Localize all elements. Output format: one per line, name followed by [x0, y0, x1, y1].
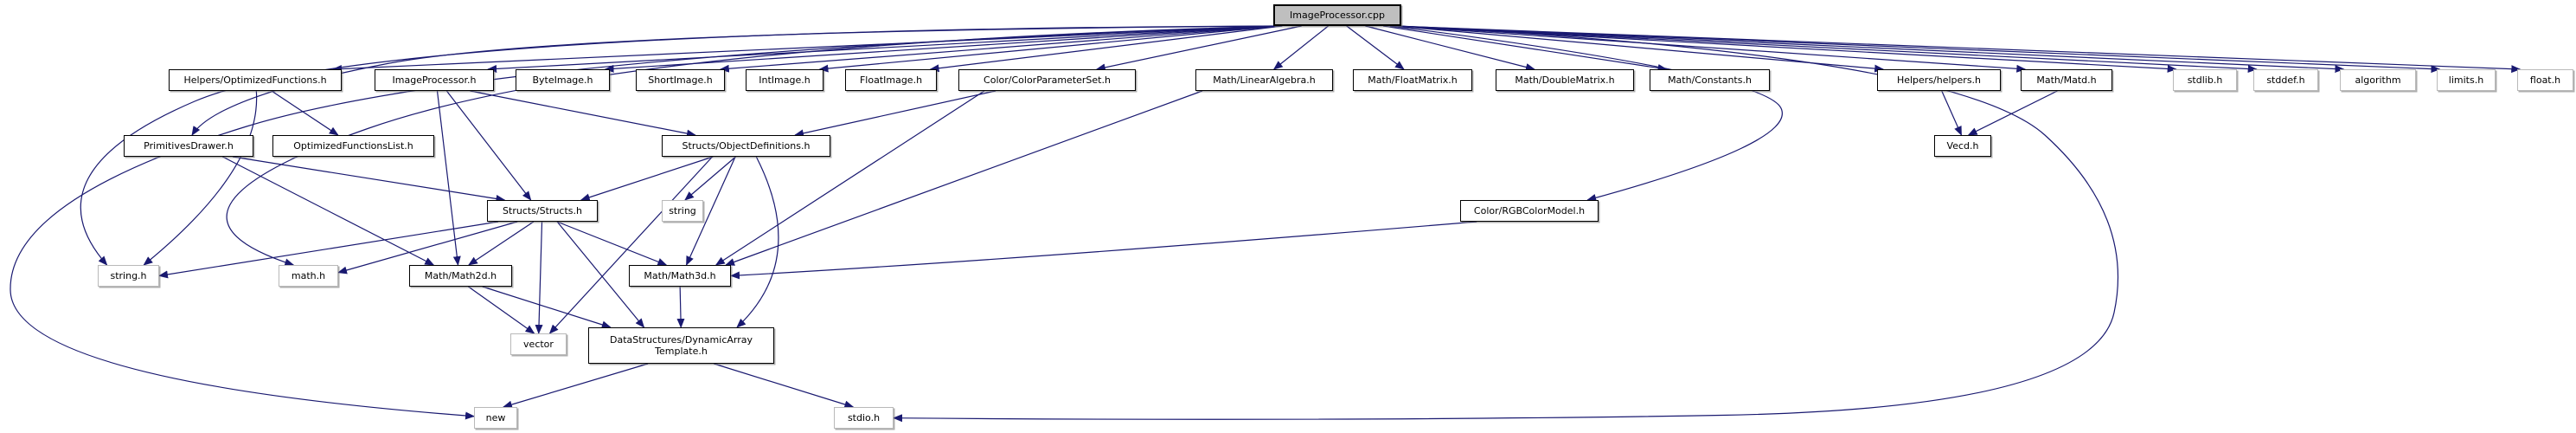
include-edge-root-floatimg	[929, 25, 1283, 73]
graph-node-primdraw[interactable]: PrimitivesDrawer.h	[124, 135, 253, 157]
include-edge-dynarr-new	[502, 363, 649, 409]
include-edge-objdef-dynarr	[736, 156, 779, 328]
include-edge-structs-math3d	[556, 221, 668, 266]
graph-node-math2d[interactable]: Math/Math2d.h	[409, 265, 512, 287]
include-edge-root-stddef	[1394, 25, 2258, 73]
include-edge-root-float	[1394, 25, 2522, 74]
include-edge-root-algorithm	[1394, 25, 2345, 74]
include-edge-matd-vecd	[1967, 90, 2058, 136]
include-edge-objdef-vector	[548, 156, 713, 334]
include-edge-imgproc_h-structs	[445, 90, 532, 201]
graph-node-objdef[interactable]: Structs/ObjectDefinitions.h	[662, 135, 830, 157]
graph-node-float[interactable]: float.h	[2517, 69, 2573, 91]
graph-node-algorithm[interactable]: algorithm	[2340, 69, 2416, 91]
graph-node-imgproc_h[interactable]: ImageProcessor.h	[375, 69, 494, 91]
include-edge-colorparam-objdef	[794, 90, 996, 138]
include-edge-root-intimg	[818, 25, 1280, 73]
include-edge-primdraw-math2d	[222, 156, 435, 266]
include-edge-math3d-dynarr	[676, 286, 685, 328]
graph-node-constants[interactable]: Math/Constants.h	[1650, 69, 1770, 91]
graph-node-new[interactable]: new	[474, 407, 517, 429]
include-edge-structs-string_h	[158, 221, 499, 279]
include-edge-linalg-math3d	[725, 90, 1203, 266]
graph-node-floatmat[interactable]: Math/FloatMatrix.h	[1353, 69, 1472, 91]
graph-node-helpers[interactable]: Helpers/helpers.h	[1877, 69, 2001, 91]
graph-node-byteimg[interactable]: ByteImage.h	[516, 69, 610, 91]
graph-node-limits[interactable]: limits.h	[2437, 69, 2496, 91]
include-edge-math2d-dynarr	[482, 286, 612, 329]
graph-node-root[interactable]: ImageProcessor.cpp	[1273, 4, 1401, 26]
include-edge-structs-math2d	[468, 221, 535, 266]
graph-node-string_h[interactable]: string.h	[98, 265, 159, 287]
graph-node-optfunc[interactable]: Helpers/OptimizedFunctions.h	[169, 69, 342, 91]
include-edge-root-colorparam	[1095, 25, 1302, 72]
include-edge-root-new	[10, 25, 1280, 420]
graph-node-linalg[interactable]: Math/LinearAlgebra.h	[1195, 69, 1333, 91]
graph-node-rgbmodel[interactable]: Color/RGBColorModel.h	[1460, 200, 1599, 222]
graph-node-colorparam[interactable]: Color/ColorParameterSet.h	[958, 69, 1136, 91]
graph-node-stddef[interactable]: stddef.h	[2253, 69, 2318, 91]
graph-node-matd[interactable]: Math/Matd.h	[2021, 69, 2112, 91]
graph-node-doublemat[interactable]: Math/DoubleMatrix.h	[1496, 69, 1634, 91]
graph-node-floatimg[interactable]: FloatImage.h	[845, 69, 937, 91]
include-edge-rgbmodel-math3d	[730, 221, 1477, 280]
include-edge-objdef-string_cpp	[684, 156, 736, 201]
include-edge-root-optfunc	[332, 25, 1280, 74]
graph-node-shortimg[interactable]: ShortImage.h	[636, 69, 725, 91]
graph-node-math3d[interactable]: Math/Math3d.h	[629, 265, 731, 287]
include-edge-math2d-vector	[468, 286, 535, 334]
include-edge-imgproc_h-math2d	[436, 90, 461, 266]
graph-node-structs[interactable]: Structs/Structs.h	[487, 200, 598, 222]
graph-node-vecd[interactable]: Vecd.h	[1934, 135, 1991, 157]
include-edge-root-linalg	[1272, 25, 1329, 70]
graph-node-math_h[interactable]: math.h	[279, 265, 338, 287]
graph-node-string_cpp[interactable]: string	[662, 200, 703, 222]
graph-node-stdio[interactable]: stdio.h	[834, 407, 894, 429]
graph-node-vector[interactable]: vector	[510, 333, 567, 355]
include-edge-colorparam-math3d	[714, 90, 985, 266]
include-edge-root-rgbmodel	[1389, 25, 1783, 202]
include-edge-root-shortimg	[719, 25, 1280, 73]
include-edge-structs-dynarr	[556, 221, 645, 328]
include-edge-imgproc_h-objdef	[470, 90, 696, 138]
graph-node-optlist[interactable]: OptimizedFunctionsList.h	[272, 135, 434, 157]
include-edge-objdef-structs	[580, 156, 714, 202]
include-edge-helpers-vecd	[1941, 90, 1963, 136]
include-edge-root-helpers	[1394, 25, 1885, 73]
include-edge-structs-math_h	[337, 221, 518, 275]
graph-node-dynarr[interactable]: DataStructures/DynamicArray Template.h	[588, 327, 774, 364]
include-edge-root-imgproc_h	[487, 25, 1280, 73]
include-edge-dynarr-stdio	[714, 363, 855, 409]
include-edge-root-floatmat	[1346, 25, 1405, 70]
include-edge-optfunc-optlist	[271, 90, 339, 136]
include-edge-primdraw-structs	[233, 156, 506, 203]
graph-node-intimg[interactable]: IntImage.h	[746, 69, 823, 91]
graph-node-stdlib[interactable]: stdlib.h	[2173, 69, 2237, 91]
include-edge-root-byteimg	[604, 25, 1280, 73]
include-edge-root-doublemat	[1365, 25, 1535, 71]
include-edge-root-constants	[1382, 25, 1668, 72]
include-edge-optfunc-string_h	[143, 90, 258, 266]
include-edge-root-matd	[1394, 25, 2027, 73]
include-edge-structs-vector	[535, 221, 543, 334]
include-edge-objdef-math3d	[685, 156, 736, 266]
